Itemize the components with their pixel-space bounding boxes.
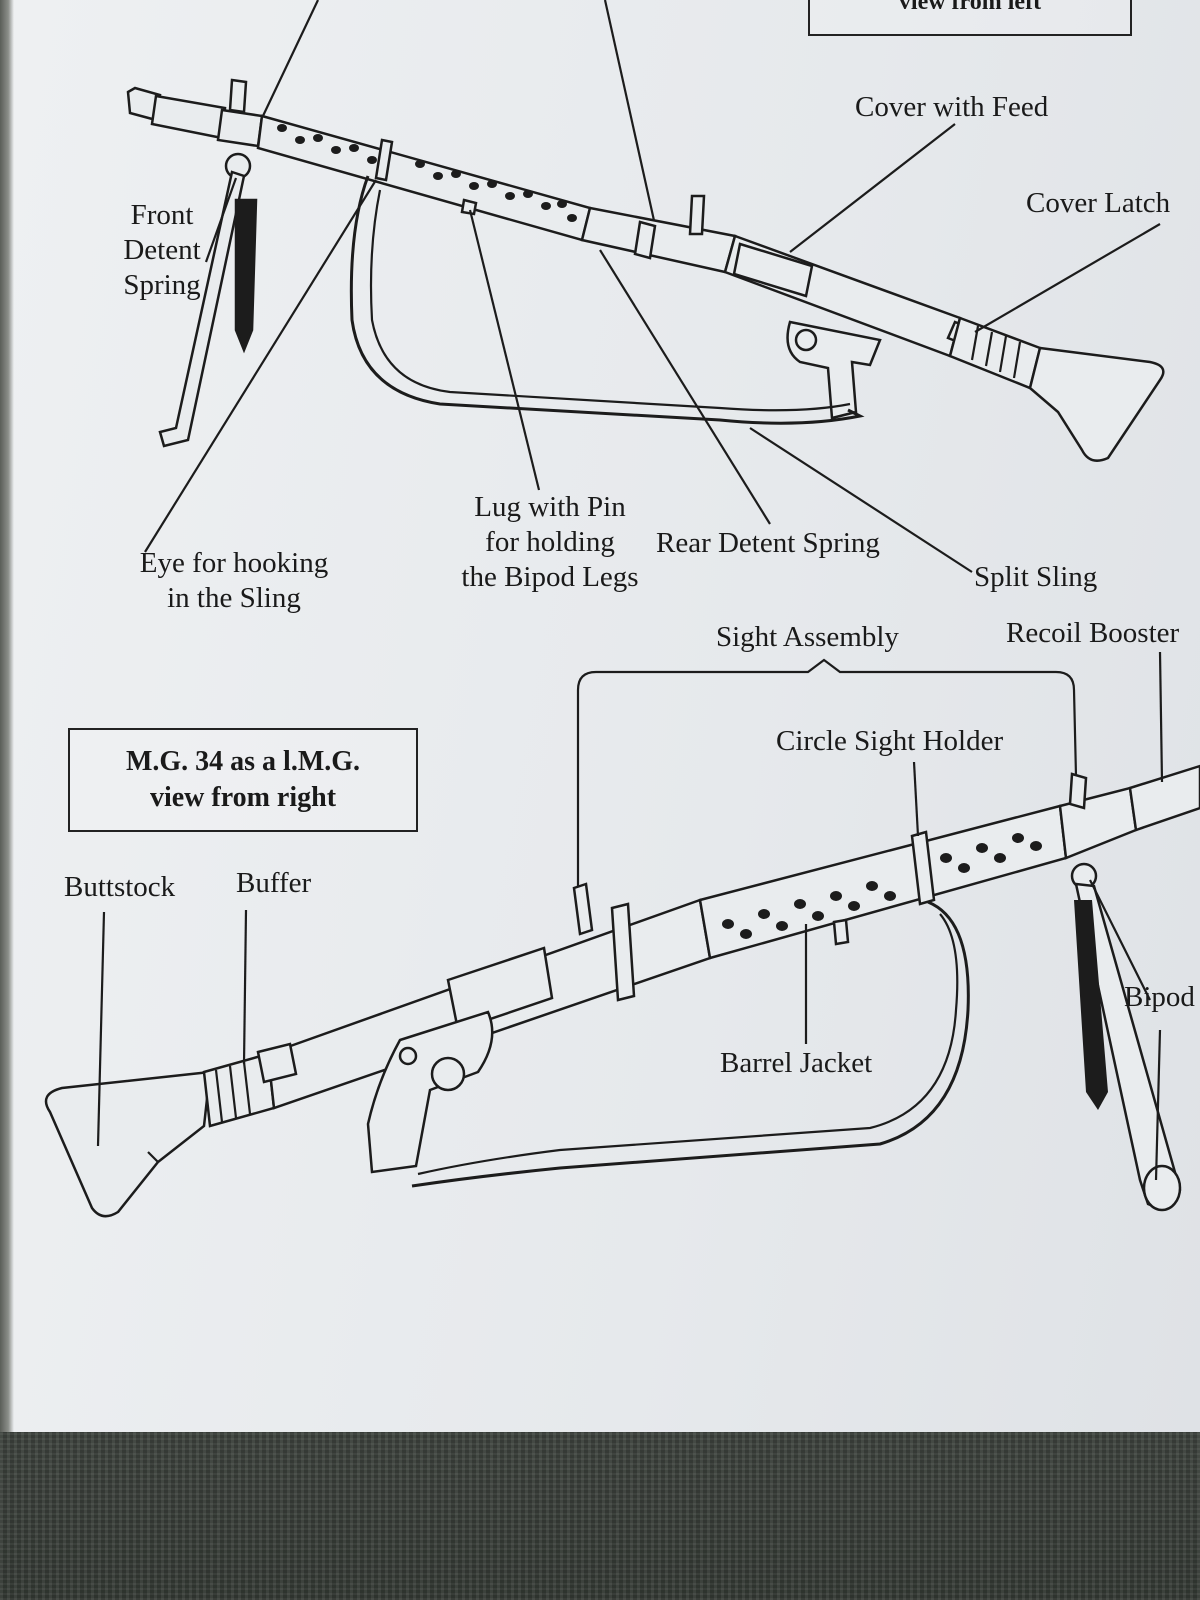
label-eye-for-hooking: Eye for hooking in the Sling	[128, 546, 340, 616]
top-buttstock	[1028, 346, 1165, 462]
label-cover-with-feed: Cover with Feed	[855, 91, 1049, 123]
leader-buttstock	[96, 911, 106, 1147]
fabric-background	[0, 1432, 1200, 1600]
top-rear-sight	[688, 194, 706, 236]
label-front-detent-line1: Front	[130, 199, 194, 231]
bottom-title-box: M.G. 34 as a l.M.G. view from right	[68, 728, 418, 832]
bottom-bipod-foot	[1142, 1164, 1182, 1212]
label-barrel-jacket: Barrel Jacket	[720, 1047, 873, 1079]
top-buffer-rings	[970, 325, 1022, 379]
bottom-sling-outer	[411, 900, 970, 1188]
bottom-feed-cover	[446, 946, 554, 1032]
leader-front-detent-spring	[204, 177, 238, 263]
leader-cover-with-feed	[789, 123, 956, 253]
bottom-recoil-booster	[1128, 764, 1200, 832]
top-rear-detent-band	[633, 220, 657, 260]
label-rear-detent-spring: Rear Detent Spring	[656, 527, 880, 559]
leader-lug-with-pin	[468, 209, 541, 491]
top-front-sight-block	[150, 94, 227, 140]
label-buttstock: Buttstock	[64, 871, 176, 903]
bottom-bipod-leg-far	[1074, 900, 1108, 1110]
top-trigger-guard	[794, 328, 818, 352]
leader-bipod-lower	[1154, 1029, 1162, 1181]
label-bipod: Bipod	[1124, 981, 1195, 1013]
label-buffer: Buffer	[236, 867, 312, 899]
label-cover-latch: Cover Latch	[1026, 187, 1171, 219]
bottom-title-line2: view from right	[149, 782, 337, 814]
bottom-cover-latch	[256, 1042, 298, 1084]
bottom-pistol-grip	[366, 1010, 494, 1174]
bottom-barrel-jacket	[698, 804, 1068, 960]
bottom-buttstock	[44, 1070, 212, 1218]
bottom-trigger-guard	[430, 1056, 466, 1092]
label-lug-line3: the Bipod Legs	[461, 560, 639, 593]
label-recoil-booster: Recoil Booster	[1006, 617, 1180, 649]
bottom-rear-band	[610, 902, 636, 1002]
label-lug-line1: Lug with Pin	[474, 491, 626, 523]
top-front-sling-band	[374, 138, 394, 182]
top-barrel-collar	[216, 108, 264, 148]
leader-recoil-booster	[1158, 651, 1164, 783]
label-circle-sight-holder: Circle Sight Holder	[776, 725, 1004, 757]
bottom-buffer-rings	[214, 1061, 252, 1123]
bottom-rear-sight	[572, 882, 594, 936]
label-split-sling: Split Sling	[974, 561, 1098, 593]
mg34-diagram	[44, 0, 1200, 1218]
top-sling-inner	[369, 189, 851, 412]
leader-top-left	[261, 0, 319, 119]
top-sling-outer	[349, 175, 865, 425]
leader-split-sling	[749, 427, 973, 573]
label-lug-line2: for holding	[485, 525, 615, 558]
top-jacket-holes	[277, 124, 577, 222]
bottom-buttstock-notch	[147, 1151, 159, 1163]
leader-cover-latch	[974, 223, 1161, 333]
top-receiver-front	[580, 206, 737, 274]
bottom-circle-sight-holder	[910, 830, 936, 906]
bottom-gun-drawing	[44, 651, 1200, 1218]
label-front-detent-line3: Spring	[123, 268, 201, 301]
top-view-box-text: view from left	[898, 0, 1042, 15]
top-front-sight	[228, 78, 248, 114]
leader-rear-detent	[599, 249, 771, 525]
bottom-jacket-holes	[722, 833, 1042, 939]
top-bipod-lug	[460, 198, 478, 216]
label-lug-with-pin: Lug with Pin for holding the Bipod Legs	[448, 490, 652, 594]
paper-edge-shadow	[0, 0, 14, 1432]
leader-circle-sight-holder	[912, 761, 920, 837]
leader-buffer	[242, 909, 248, 1065]
top-gun-drawing	[126, 0, 1165, 573]
label-front-detent-line2: Detent	[123, 233, 201, 266]
bottom-sling-inner	[417, 913, 959, 1176]
top-buffer	[948, 316, 1042, 390]
leader-eye-sling	[144, 179, 377, 553]
bottom-front-sight	[1068, 772, 1088, 810]
top-bipod-leg-near	[158, 170, 246, 448]
leader-bipod	[1089, 879, 1151, 1001]
top-barrel-jacket	[256, 114, 592, 242]
bottom-title-line1: M.G. 34 as a l.M.G.	[125, 746, 361, 777]
top-feed-cover	[732, 242, 814, 298]
label-sight-assembly: Sight Assembly	[716, 621, 899, 653]
sight-assembly-bracket	[576, 658, 1078, 890]
bottom-bipod-lug	[832, 918, 850, 946]
top-bipod-leg-far	[234, 198, 258, 354]
leader-top-center	[603, 0, 657, 226]
label-front-detent-spring: Front Detent Spring	[112, 198, 212, 302]
label-eye-line2: in the Sling	[167, 581, 301, 614]
label-eye-line1: Eye for hooking	[139, 547, 329, 579]
top-view-box: view from left	[808, 0, 1132, 36]
bottom-safety	[398, 1046, 418, 1066]
